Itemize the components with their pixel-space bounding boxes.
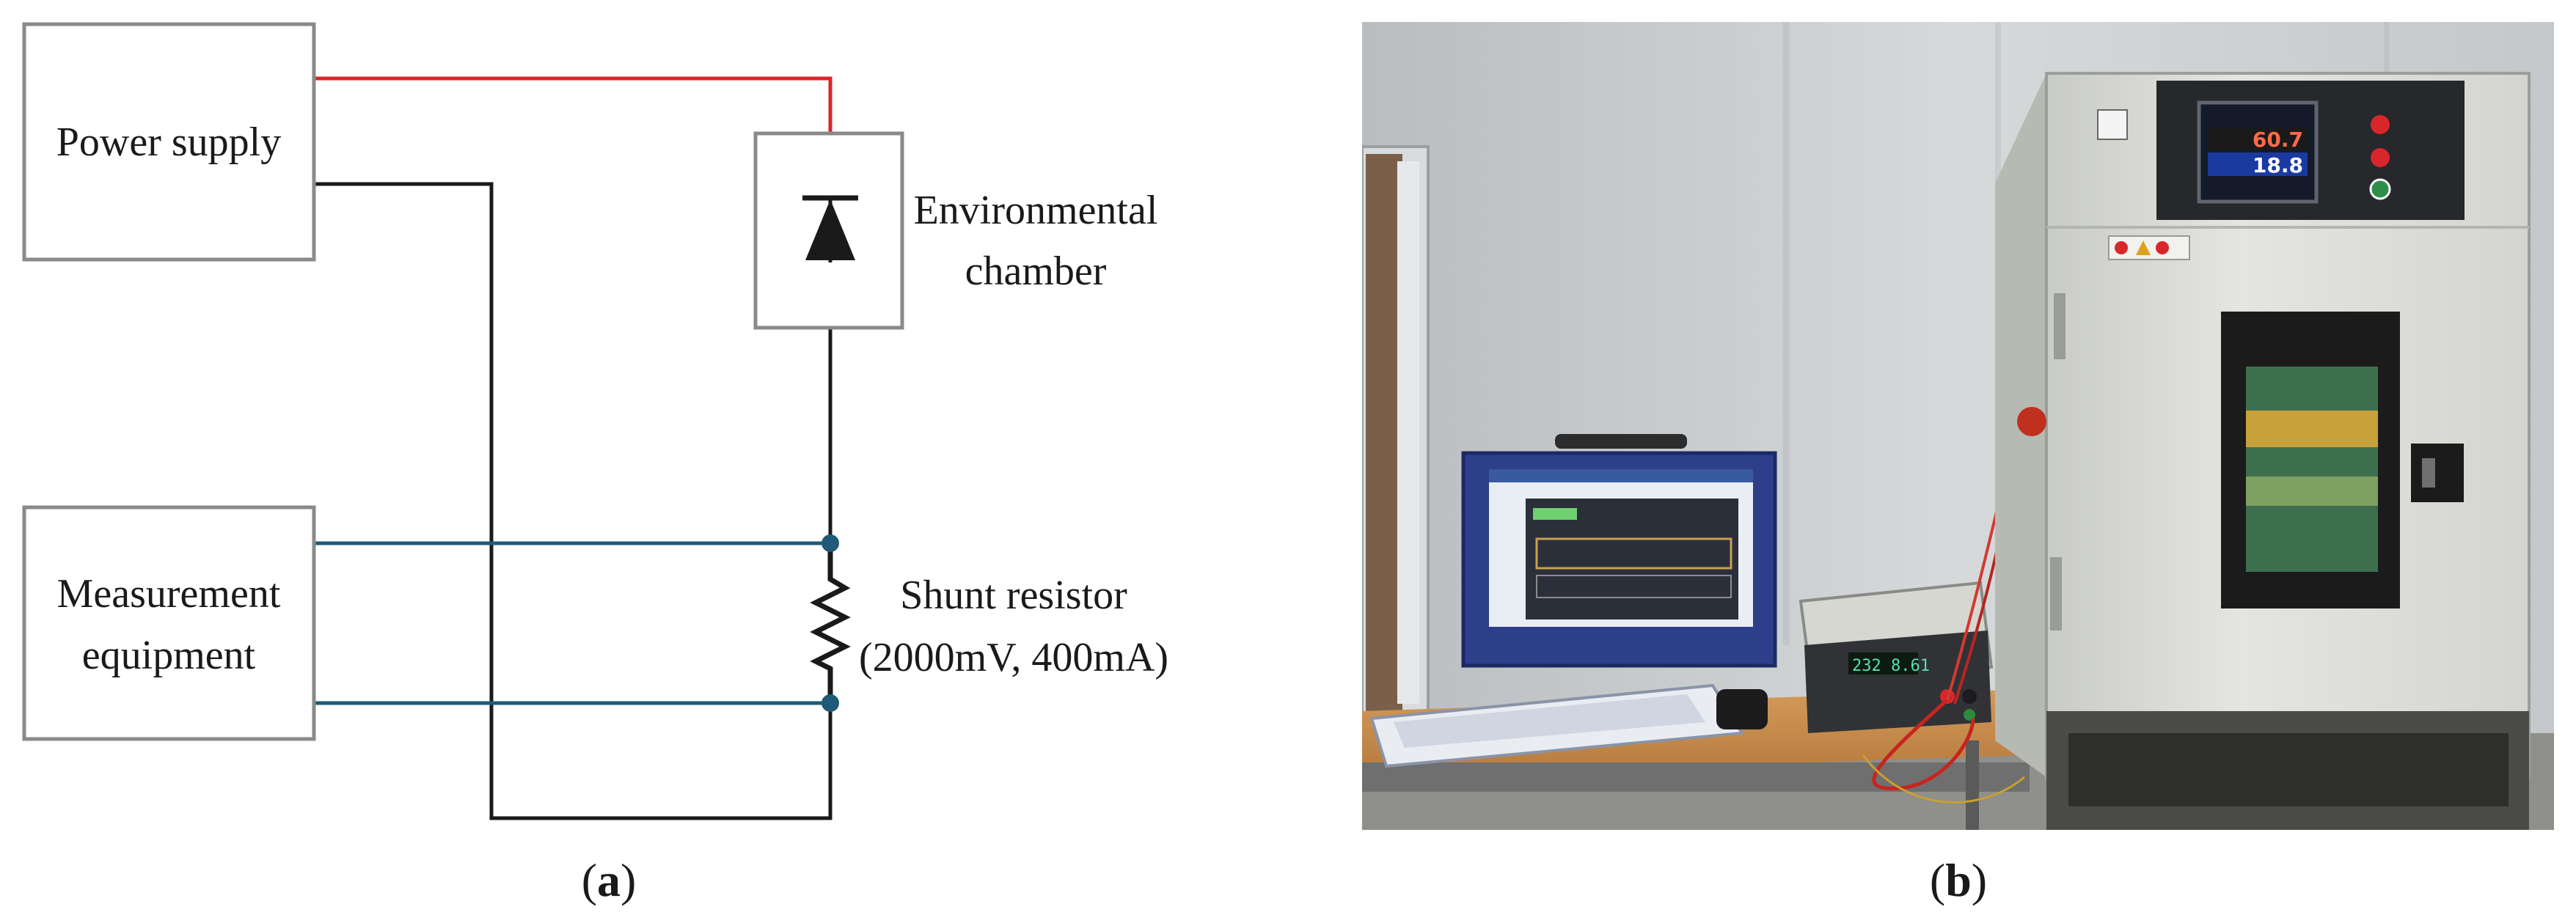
lab-photo: 232 8.61 60.7	[1362, 22, 2554, 830]
chamber-label-line1: Environmental	[914, 188, 1158, 233]
panel-a-circuit: Power supply Measurement equipment Envir…	[22, 22, 1168, 820]
positive-wire	[314, 76, 833, 196]
ground-wire	[314, 182, 833, 820]
environmental-chamber-block	[753, 131, 904, 330]
environmental-chamber-photo: 60.7 18.8	[1995, 72, 2531, 830]
chamber-screen-pv: 60.7	[2253, 128, 2303, 152]
power-supply-block: Power supply	[22, 22, 316, 262]
shunt-label-line1: Shunt resistor	[900, 573, 1127, 618]
resistor-icon	[810, 543, 851, 703]
measurement-equipment-block: Measurement equipment	[22, 505, 316, 741]
caption-a: (a)	[582, 854, 637, 906]
shunt-label-line2: (2000mV, 400mA)	[859, 635, 1168, 680]
measurement-pc	[1369, 434, 1777, 768]
red-button-icon	[2371, 115, 2390, 134]
red-button-icon	[2371, 148, 2390, 167]
chamber-label-line2: chamber	[965, 249, 1107, 294]
dc-power-supply: 232 8.61	[1799, 581, 1994, 733]
diode-icon	[802, 195, 858, 262]
measurement-label-line2: equipment	[82, 633, 256, 678]
junction-dot-icon	[822, 534, 839, 552]
measurement-label-line1: Measurement	[57, 571, 281, 617]
chamber-screen-sv: 18.8	[2253, 153, 2303, 177]
svg-text:232 8.61: 232 8.61	[1852, 657, 1930, 675]
green-button-icon	[2369, 178, 2391, 200]
junction-dot-icon	[822, 694, 839, 712]
caption-b: (b)	[1930, 854, 1987, 906]
power-supply-label: Power supply	[56, 119, 281, 165]
